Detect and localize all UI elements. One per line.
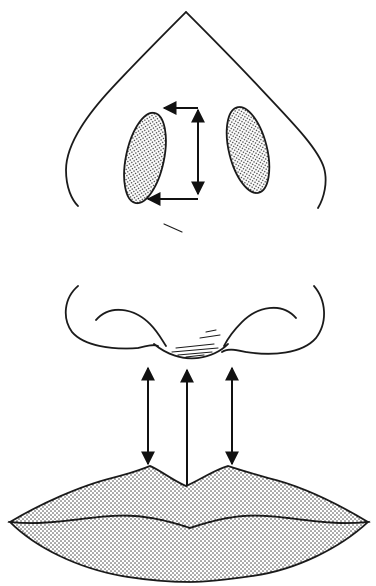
left-nostril	[117, 109, 173, 207]
lips	[10, 466, 368, 582]
left-nostril-opening	[96, 310, 166, 346]
right-ala	[222, 286, 324, 354]
right-nostril-opening	[224, 308, 296, 346]
left-ala	[66, 286, 158, 348]
right-nostril	[219, 103, 277, 198]
nose-base	[66, 286, 324, 358]
nose-mark	[164, 224, 182, 232]
upper-lip	[10, 466, 368, 528]
columella-shading	[172, 330, 220, 357]
